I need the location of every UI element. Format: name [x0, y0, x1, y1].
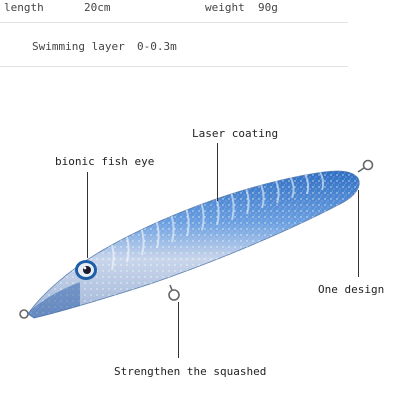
callout-bionic-fish-eye: bionic fish eye — [55, 155, 155, 168]
spec-divider-1 — [0, 22, 348, 23]
callout-strengthen: Strengthen the squashed — [114, 365, 267, 378]
layer-value: 0-0.3m — [137, 40, 177, 53]
layer-label: Swimming layer — [32, 40, 125, 53]
nose-ring-icon — [19, 309, 29, 319]
tail-ring-icon — [362, 159, 374, 171]
length-label: length — [4, 1, 44, 14]
callout-laser-coating: Laser coating — [192, 127, 279, 140]
weight-value: 90g — [258, 1, 278, 14]
leader-design — [358, 190, 359, 277]
spec-divider-2 — [0, 66, 348, 67]
leader-eye — [87, 172, 88, 258]
leader-strengthen — [178, 302, 179, 358]
callout-one-design: One design — [318, 283, 385, 296]
leader-laser — [217, 143, 218, 201]
weight-label: weight — [205, 1, 245, 14]
belly-ring-icon — [168, 289, 180, 301]
bionic-fish-eye-icon — [75, 260, 97, 280]
length-value: 20cm — [84, 1, 111, 14]
